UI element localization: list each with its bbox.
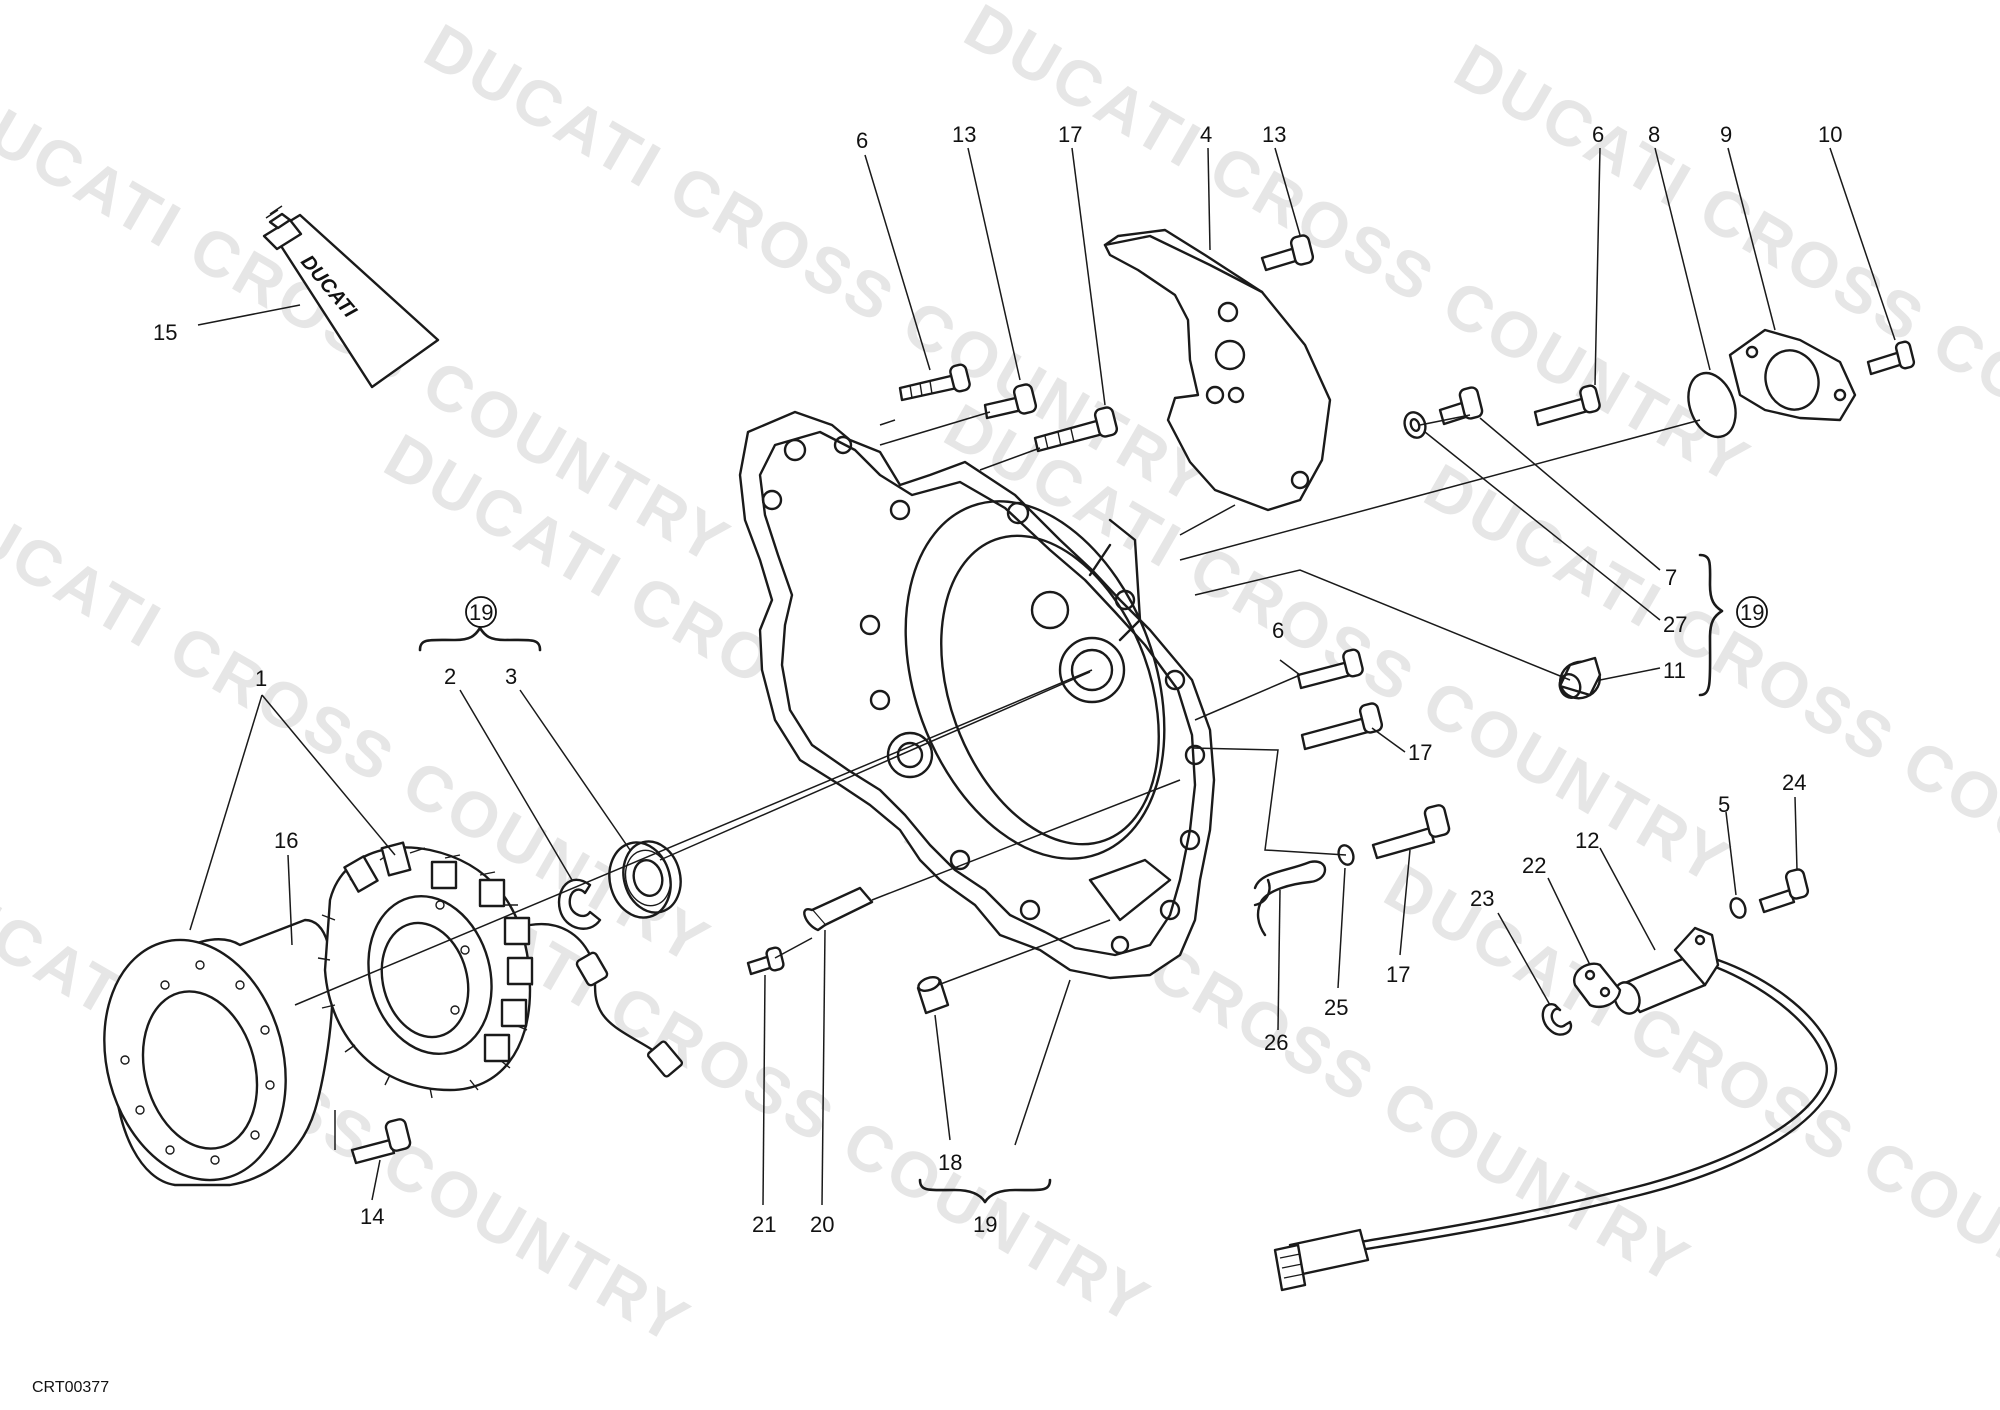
screw-6-mid bbox=[1296, 648, 1364, 690]
callout-19-circle-left bbox=[465, 596, 497, 628]
callout-4: 4 bbox=[1200, 122, 1212, 147]
circlip-23 bbox=[1541, 1003, 1573, 1036]
screw-6-top bbox=[898, 363, 971, 402]
callout-10: 10 bbox=[1818, 122, 1842, 147]
screw-17-top bbox=[1033, 406, 1119, 453]
flange-cover bbox=[1728, 328, 1857, 422]
pickup-sensor bbox=[1273, 926, 1838, 1292]
callout-6: 6 bbox=[1592, 122, 1604, 147]
callout-5: 5 bbox=[1718, 792, 1730, 817]
callout-22: 22 bbox=[1522, 853, 1546, 878]
callout-7: 7 bbox=[1665, 565, 1677, 590]
callout-1: 1 bbox=[255, 666, 267, 691]
washer-5 bbox=[1729, 897, 1747, 919]
dowel-18 bbox=[916, 976, 950, 1015]
callout-13: 13 bbox=[1262, 122, 1286, 147]
screw-6-right bbox=[1533, 384, 1601, 427]
callout-2: 2 bbox=[444, 664, 456, 689]
plate-22 bbox=[1573, 962, 1622, 1009]
callout-13: 13 bbox=[952, 122, 976, 147]
callout-16: 16 bbox=[274, 828, 298, 853]
stator bbox=[317, 841, 684, 1099]
screw-21 bbox=[746, 946, 785, 976]
callout-23: 23 bbox=[1470, 886, 1494, 911]
callout-19: 19 bbox=[973, 1212, 997, 1237]
callout-25: 25 bbox=[1324, 995, 1348, 1020]
callout-19: 19 bbox=[469, 600, 493, 625]
callout-20: 20 bbox=[810, 1212, 834, 1237]
callout-11: 11 bbox=[1663, 658, 1686, 683]
callout-17: 17 bbox=[1408, 740, 1432, 765]
callout-17: 17 bbox=[1058, 122, 1082, 147]
washer-27 bbox=[1403, 411, 1427, 439]
wire-clip-26 bbox=[1253, 860, 1327, 937]
callout-21: 21 bbox=[752, 1212, 776, 1237]
callout-9: 9 bbox=[1720, 122, 1732, 147]
callout-19-circle-right bbox=[1736, 596, 1768, 628]
callout-17: 17 bbox=[1386, 962, 1410, 987]
screw-17-lower bbox=[1371, 804, 1451, 860]
bracket-plate bbox=[1103, 228, 1332, 512]
callout-18: 18 bbox=[938, 1150, 962, 1175]
cable-clip-20 bbox=[803, 886, 874, 932]
screw-10 bbox=[1866, 340, 1916, 376]
screw-17-mid bbox=[1300, 702, 1384, 751]
screw-14 bbox=[350, 1118, 412, 1165]
callout-labels: 6 13 17 4 13 6 8 9 10 15 7 27 11 19 6 17… bbox=[153, 122, 1842, 1237]
brace-19-left bbox=[418, 626, 542, 652]
callout-24: 24 bbox=[1782, 770, 1806, 795]
callout-19: 19 bbox=[1740, 600, 1764, 625]
callout-15: 15 bbox=[153, 320, 177, 345]
callout-3: 3 bbox=[505, 664, 517, 689]
callout-8: 8 bbox=[1648, 122, 1660, 147]
generator-cover bbox=[738, 410, 1216, 980]
callout-27: 27 bbox=[1663, 612, 1687, 637]
drawing-code: CRT00377 bbox=[32, 1379, 109, 1396]
rotor bbox=[103, 918, 334, 1187]
assembly-axes bbox=[294, 411, 1701, 1150]
callout-12: 12 bbox=[1575, 828, 1599, 853]
screw-24 bbox=[1758, 868, 1810, 914]
callout-6: 6 bbox=[856, 128, 868, 153]
screw-7 bbox=[1438, 386, 1484, 426]
brace-19-right bbox=[1698, 553, 1724, 697]
brace-19-bottom bbox=[918, 1178, 1052, 1204]
callout-14: 14 bbox=[360, 1204, 384, 1229]
bush-11 bbox=[1558, 656, 1602, 700]
callout-26: 26 bbox=[1264, 1030, 1288, 1055]
leader-lines bbox=[189, 147, 1896, 1206]
screw-13-bracket bbox=[1260, 234, 1315, 272]
bearing-3 bbox=[608, 840, 682, 919]
callout-6: 6 bbox=[1272, 618, 1284, 643]
o-ring bbox=[1687, 371, 1737, 439]
